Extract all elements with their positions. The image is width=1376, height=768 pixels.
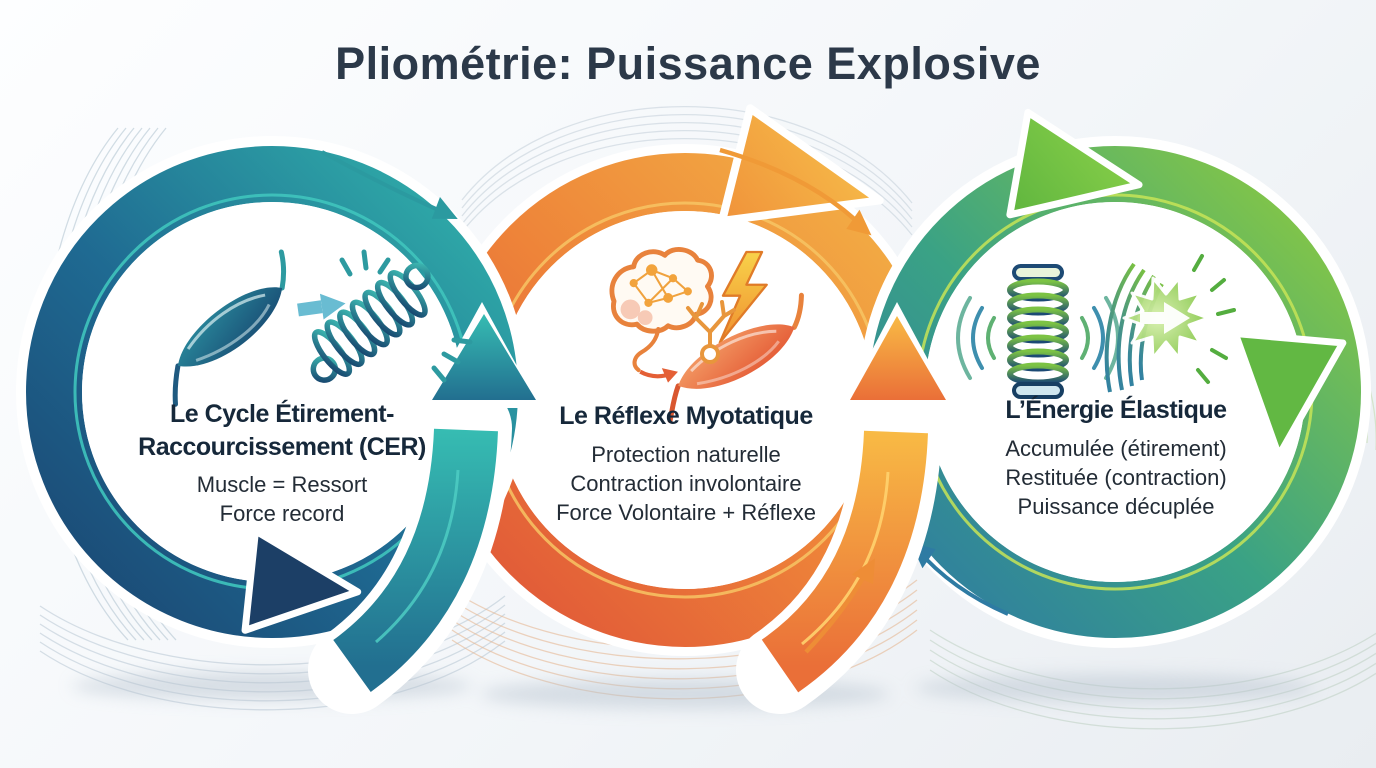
muscle-to-spring-icon bbox=[165, 249, 473, 407]
reflexe-clockwise-arrowhead bbox=[718, 104, 884, 225]
energie-down-arrowhead bbox=[1231, 330, 1347, 460]
coil-spring-icon bbox=[1007, 264, 1069, 399]
reflexe-thin-arrow bbox=[719, 147, 868, 232]
neuron-icon bbox=[686, 300, 736, 364]
cer-heading: Le Cycle Étirement- Raccourcissement (CE… bbox=[138, 400, 426, 461]
page-title: Pliométrie: Puissance Explosive bbox=[335, 38, 1041, 89]
reflexe-upward-arrow bbox=[736, 302, 954, 714]
cer-bottom-arrowhead bbox=[241, 527, 362, 634]
cer-point: Force record bbox=[219, 501, 345, 527]
reflexe-heading: Le Réflexe Myotatique bbox=[559, 402, 813, 430]
reflexe-text-block: Le Réflexe Myotatique Protection naturel… bbox=[486, 400, 886, 527]
energie-heading: L’Énergie Élastique bbox=[1005, 396, 1227, 424]
reflexe-points: Protection naturelle Contraction involon… bbox=[486, 440, 886, 527]
spark-lines bbox=[339, 249, 473, 383]
cer-points: Muscle = Ressort Force record bbox=[82, 470, 482, 528]
lightning-icon bbox=[718, 250, 768, 344]
reflexe-point: Contraction involontaire bbox=[570, 470, 802, 496]
energie-points: Accumulée (étirement) Restituée (contrac… bbox=[916, 434, 1316, 521]
circle-shadows bbox=[72, 672, 1315, 709]
cer-point: Muscle = Ressort bbox=[196, 472, 368, 497]
energie-cycle-ring bbox=[859, 108, 1371, 648]
arrow-right-icon bbox=[297, 293, 346, 320]
reflexe-point: Protection naturelle bbox=[591, 441, 781, 467]
muscle-fiber-icon bbox=[667, 292, 805, 424]
energie-top-arrowhead bbox=[1006, 108, 1143, 219]
energie-point: Accumulée (étirement) bbox=[1005, 435, 1227, 461]
spring-release-icon bbox=[956, 254, 1236, 399]
brain-icon bbox=[609, 247, 714, 383]
energie-point: Puissance décuplée bbox=[1017, 493, 1215, 519]
cer-upward-arrow bbox=[308, 302, 540, 714]
cer-text-block: Le Cycle Étirement- Raccourcissement (CE… bbox=[82, 398, 482, 528]
reflexe-point: Force Volontaire + Réflexe bbox=[556, 499, 816, 525]
muscle-icon bbox=[165, 249, 296, 407]
spring-icon bbox=[310, 262, 431, 383]
energie-text-block: L’Énergie Élastique Accumulée (étirement… bbox=[916, 394, 1316, 521]
brain-lightning-muscle-icon bbox=[609, 247, 805, 424]
energie-point: Restituée (contraction) bbox=[1005, 464, 1227, 490]
energy-burst-icon bbox=[1104, 254, 1236, 393]
